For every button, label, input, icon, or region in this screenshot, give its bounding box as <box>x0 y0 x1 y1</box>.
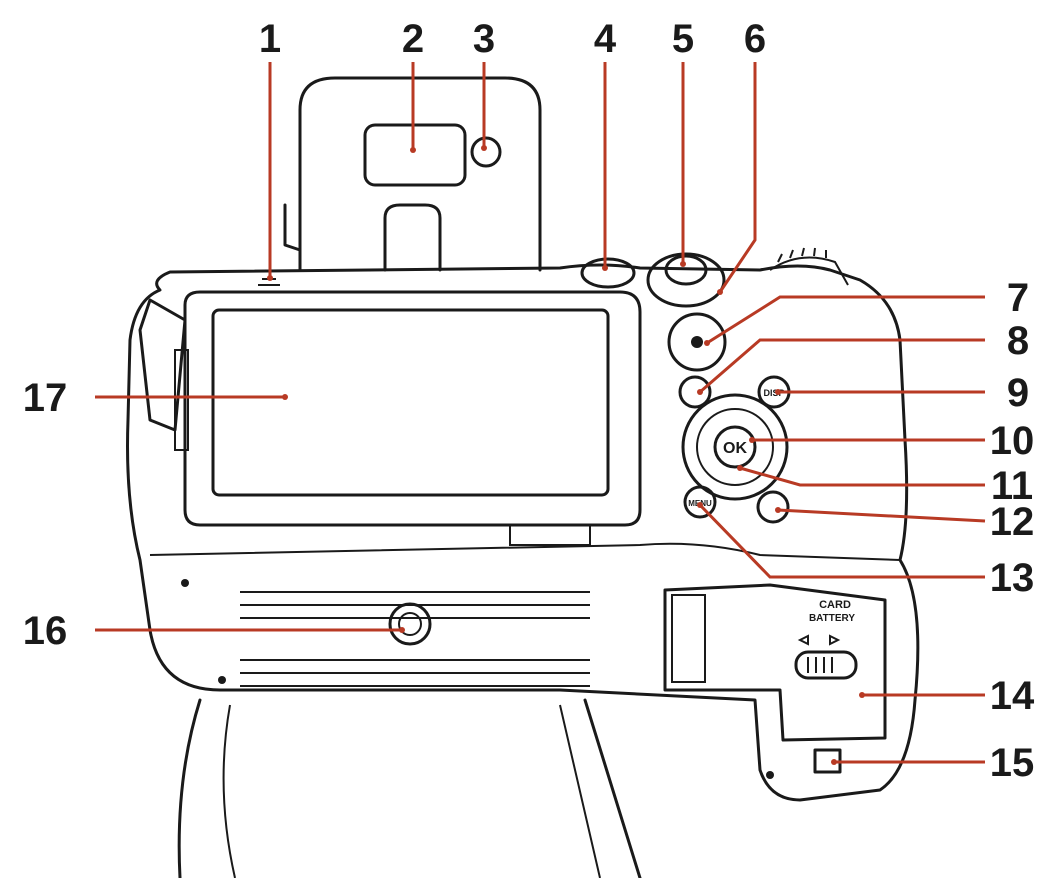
strap-lug-left <box>140 300 185 430</box>
delete-button <box>758 492 788 522</box>
mode-dial-ring <box>648 254 724 306</box>
leader-6 <box>720 62 755 292</box>
endpoint-9 <box>775 389 781 395</box>
eye-sensor-lens <box>472 138 500 166</box>
latch-grip-lines <box>808 657 832 673</box>
endpoint-1 <box>267 275 273 281</box>
callout-12: 12 <box>990 500 1035 544</box>
leader-13 <box>700 505 985 577</box>
callout-7: 7 <box>1007 276 1029 320</box>
endpoint-12 <box>775 507 781 513</box>
monitor-screen <box>213 310 608 495</box>
hand-grip-outline <box>179 700 640 878</box>
callout-17: 17 <box>23 376 68 420</box>
callout-16: 16 <box>23 609 68 653</box>
cover-hinge <box>672 595 705 682</box>
callout-1: 1 <box>259 17 281 61</box>
body-screw-right <box>766 771 774 779</box>
hotshoe-side <box>285 205 300 250</box>
endpoint-7 <box>704 340 710 346</box>
viewfinder-neck <box>385 205 440 270</box>
callout-8: 8 <box>1007 319 1029 363</box>
endpoint-2 <box>410 147 416 153</box>
top-button-4 <box>582 259 634 287</box>
callout-14: 14 <box>990 674 1035 718</box>
endpoint-13 <box>697 502 703 508</box>
callout-5: 5 <box>672 17 694 61</box>
endpoint-6 <box>717 289 723 295</box>
monitor-tab <box>510 525 590 545</box>
battery-label: BATTERY <box>809 613 855 624</box>
body-ledge <box>150 544 900 560</box>
leader-8 <box>700 340 985 392</box>
body-outline <box>128 265 918 800</box>
bottom-plate <box>181 579 590 686</box>
callout-13: 13 <box>990 556 1035 600</box>
eyecup <box>300 78 540 270</box>
endpoint-10 <box>749 437 755 443</box>
endpoint-15 <box>831 759 837 765</box>
body-screw-left <box>181 579 189 587</box>
leader-12 <box>778 510 985 521</box>
monitor-frame <box>185 292 640 525</box>
endpoint-11 <box>737 465 743 471</box>
battery-cover: CARD BATTERY <box>665 585 885 779</box>
endpoint-3 <box>481 145 487 151</box>
battery-chamber-cover <box>665 585 885 740</box>
grip-inner-lines <box>224 705 600 878</box>
command-dial-knurl <box>778 248 826 262</box>
leader-7 <box>707 297 985 343</box>
record-dot-icon <box>691 336 703 348</box>
camera-body <box>128 265 918 878</box>
monitor-assembly <box>175 292 640 545</box>
callout-15: 15 <box>990 741 1035 785</box>
callout-10: 10 <box>990 419 1035 463</box>
eyepiece-window <box>365 125 465 185</box>
rear-buttons: DISP OK MENU <box>669 314 789 522</box>
endpoint-8 <box>697 389 703 395</box>
callout-2: 2 <box>402 17 424 61</box>
cover-latch <box>796 652 856 678</box>
callout-4: 4 <box>594 17 617 61</box>
ok-label: OK <box>723 440 747 457</box>
tripod-socket <box>390 604 430 644</box>
latch-arrow-icons <box>800 636 838 644</box>
endpoint-17 <box>282 394 288 400</box>
callout-6: 6 <box>744 17 766 61</box>
body-screw-bottom <box>218 676 226 684</box>
card-label: CARD <box>819 599 851 611</box>
endpoint-5 <box>680 261 686 267</box>
endpoint-4 <box>602 265 608 271</box>
endpoint-16 <box>399 627 405 633</box>
endpoint-14 <box>859 692 865 698</box>
callout-9: 9 <box>1007 371 1029 415</box>
callout-3: 3 <box>473 17 495 61</box>
